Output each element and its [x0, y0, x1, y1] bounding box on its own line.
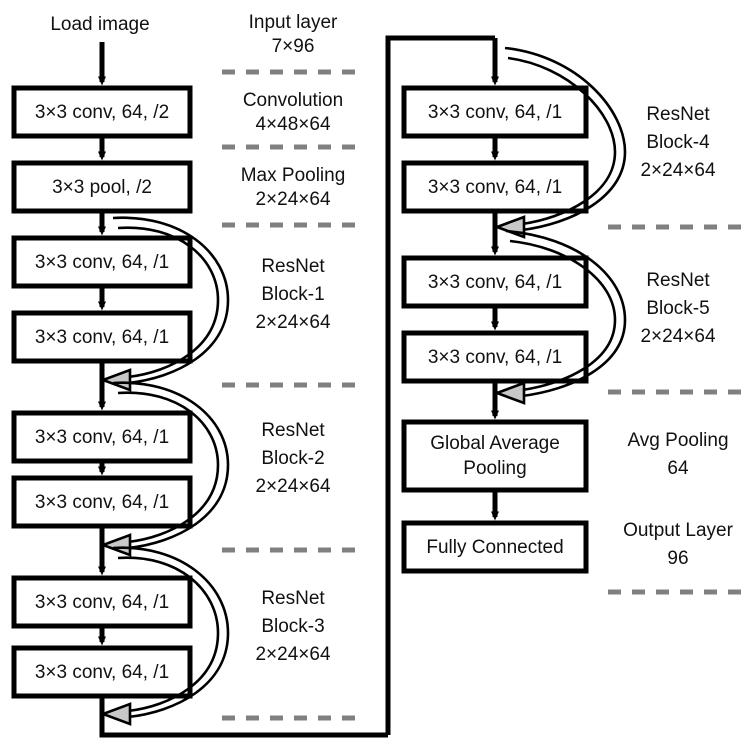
annotation-convolution: Convolution 4×48×64: [243, 90, 343, 135]
annotation-line1: ResNet: [261, 588, 325, 609]
left-column-group: 3×3 conv, 64, /2 3×3 pool, /2 3×3 conv, …: [11, 85, 193, 699]
annotation-resnet-block-5: ResNet Block-5 2×24×64: [640, 270, 715, 347]
annotation-line2: Block-1: [261, 284, 324, 305]
annotation-line1: ResNet: [261, 256, 325, 277]
block-box-b5-conv-b[interactable]: 3×3 conv, 64, /1: [401, 330, 589, 384]
block-box-b3-conv-b[interactable]: 3×3 conv, 64, /1: [11, 645, 193, 699]
annotation-line1: Max Pooling: [241, 165, 346, 186]
block-label: 3×3 conv, 64, /1: [35, 662, 169, 683]
annotation-line2: 64: [667, 458, 689, 479]
annotation-line2: Block-3: [261, 616, 324, 637]
skip-connections-group: [99, 46, 627, 726]
block-box-fully-connected[interactable]: Fully Connected: [401, 520, 589, 574]
block-label: 3×3 conv, 64, /1: [428, 272, 562, 293]
annotation-line1: ResNet: [646, 270, 710, 291]
right-column-group: 3×3 conv, 64, /1 3×3 conv, 64, /1 3×3 co…: [401, 85, 589, 574]
annotation-line2: 96: [667, 548, 688, 569]
annotation-output-layer: Output Layer 96: [623, 520, 734, 569]
left-annotations-group: Input layer 7×96 Convolution 4×48×64 Max…: [241, 12, 346, 665]
annotation-resnet-block-2: ResNet Block-2 2×24×64: [255, 420, 330, 497]
annotation-line2: Block-4: [646, 132, 710, 153]
annotation-line1: ResNet: [646, 104, 710, 125]
annotation-resnet-block-3: ResNet Block-3 2×24×64: [255, 588, 330, 665]
annotation-line3: 2×24×64: [255, 312, 330, 333]
block-label: 3×3 pool, /2: [52, 177, 152, 198]
block-box-conv1[interactable]: 3×3 conv, 64, /2: [11, 85, 193, 139]
annotation-line3: 2×24×64: [640, 160, 715, 181]
annotation-line1: Input layer: [249, 12, 338, 33]
block-label: 3×3 conv, 64, /1: [35, 252, 169, 273]
block-box-b1-conv-b[interactable]: 3×3 conv, 64, /1: [11, 310, 193, 364]
annotation-line1: ResNet: [261, 420, 325, 441]
right-annotations-group: ResNet Block-4 2×24×64 ResNet Block-5 2×…: [623, 104, 734, 569]
skip-connection-block-3[interactable]: [99, 546, 230, 726]
annotation-resnet-block-1: ResNet Block-1 2×24×64: [255, 256, 330, 333]
annotation-line2: 4×48×64: [255, 114, 330, 135]
block-label: Fully Connected: [426, 537, 563, 558]
block-label: 3×3 conv, 64, /1: [428, 347, 562, 368]
block-label-line1: Global Average: [430, 433, 560, 454]
block-label: 3×3 conv, 64, /1: [428, 102, 562, 123]
block-box-pool1[interactable]: 3×3 pool, /2: [11, 160, 193, 214]
block-label: 3×3 conv, 64, /1: [35, 592, 169, 613]
block-box-b4-conv-b[interactable]: 3×3 conv, 64, /1: [401, 160, 589, 214]
annotation-avg-pooling: Avg Pooling 64: [627, 430, 728, 479]
annotation-line1: Avg Pooling: [627, 430, 728, 451]
annotation-resnet-block-4: ResNet Block-4 2×24×64: [640, 104, 715, 181]
block-box-b1-conv-a[interactable]: 3×3 conv, 64, /1: [11, 235, 193, 289]
block-label: 3×3 conv, 64, /1: [35, 427, 169, 448]
annotation-line2: 2×24×64: [255, 189, 330, 210]
load-image-label: Load image: [50, 14, 149, 35]
block-label: 3×3 conv, 64, /1: [428, 177, 562, 198]
block-label: 3×3 conv, 64, /2: [35, 102, 169, 123]
annotation-line3: 2×24×64: [640, 326, 715, 347]
annotation-line2: Block-2: [261, 448, 324, 469]
block-box-global-average-pooling[interactable]: Global Average Pooling: [401, 419, 589, 493]
skip-connection-block-5[interactable]: [493, 229, 627, 405]
annotation-max-pooling: Max Pooling 2×24×64: [241, 165, 346, 210]
annotation-line2: 7×96: [272, 36, 315, 57]
annotation-line2: Block-5: [646, 298, 709, 319]
wrap-path-top: [385, 35, 495, 735]
block-box-b2-conv-b[interactable]: 3×3 conv, 64, /1: [11, 475, 193, 529]
block-box-b5-conv-a[interactable]: 3×3 conv, 64, /1: [401, 255, 589, 309]
annotation-line1: Output Layer: [623, 520, 734, 541]
annotation-line3: 2×24×64: [255, 476, 330, 497]
block-label-line2: Pooling: [463, 458, 526, 479]
block-label: 3×3 conv, 64, /1: [35, 492, 169, 513]
block-box-b2-conv-a[interactable]: 3×3 conv, 64, /1: [11, 410, 193, 464]
block-box-b4-conv-a[interactable]: 3×3 conv, 64, /1: [401, 85, 589, 139]
annotation-line1: Convolution: [243, 90, 343, 111]
block-box-b3-conv-a[interactable]: 3×3 conv, 64, /1: [11, 575, 193, 629]
block-label: 3×3 conv, 64, /1: [35, 327, 169, 348]
annotation-input-layer: Input layer 7×96: [249, 12, 338, 57]
skip-connection-block-2[interactable]: [99, 381, 230, 557]
wrap-path-bottom: [99, 696, 388, 738]
skip-connection-block-1[interactable]: [99, 216, 230, 392]
annotation-line3: 2×24×64: [255, 644, 330, 665]
column-wrap-connector: [99, 35, 499, 738]
